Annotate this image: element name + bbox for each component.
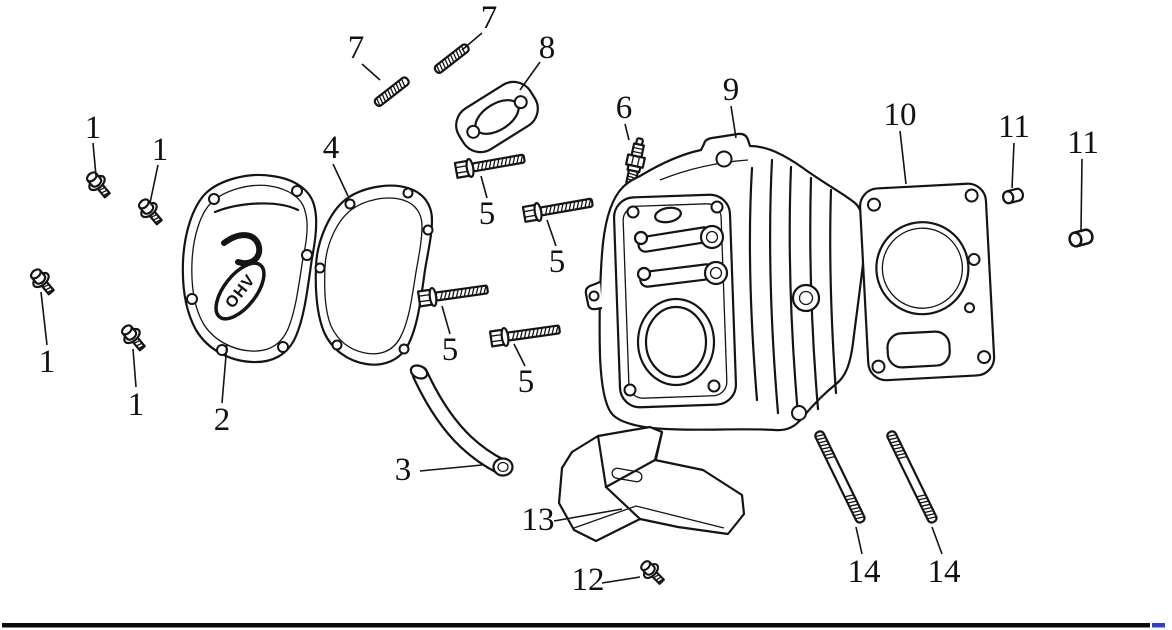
callout-6: 6 — [616, 90, 633, 126]
part-heat-shield — [557, 425, 746, 543]
callout-4: 4 — [323, 130, 340, 166]
footer-rule — [2, 623, 1150, 628]
part-head-bolts — [416, 148, 595, 349]
callout-1c: 1 — [39, 344, 56, 380]
long-stud-icon — [812, 428, 867, 525]
flange-bolt-icon — [25, 264, 60, 300]
callout-5c: 5 — [442, 332, 459, 368]
part-intake-gasket — [455, 80, 539, 154]
callout-5d: 5 — [518, 364, 535, 400]
flange-bolt-icon — [81, 167, 116, 203]
callout-13: 13 — [522, 502, 555, 538]
head-bolt-icon — [521, 192, 595, 225]
part-valve-cover: OHV — [181, 173, 318, 364]
callout-labels: 1 1 1 1 2 3 4 5 5 5 5 6 7 7 8 9 10 11 11… — [39, 0, 1099, 598]
part-flange-bolts — [25, 167, 168, 356]
part-cylinder-head — [584, 132, 867, 432]
part-head-gasket — [858, 182, 996, 382]
part-shroud-bolt — [636, 556, 669, 589]
callout-14b: 14 — [928, 554, 961, 590]
part-studs — [372, 41, 472, 109]
callout-5b: 5 — [549, 244, 566, 280]
callout-11b: 11 — [1067, 125, 1099, 161]
callout-9: 9 — [723, 72, 740, 108]
callout-3: 3 — [395, 452, 412, 488]
callout-10: 10 — [884, 97, 917, 133]
dowel-pin-icon — [1066, 227, 1096, 249]
callout-1d: 1 — [128, 387, 145, 423]
part-long-studs — [812, 428, 939, 525]
callout-7b: 7 — [481, 0, 498, 36]
head-bolt-icon — [488, 319, 562, 349]
callout-2: 2 — [214, 402, 231, 438]
callout-12: 12 — [572, 562, 605, 598]
part-valve-cover-gasket — [314, 184, 434, 366]
callout-5a: 5 — [479, 196, 496, 232]
callout-11a: 11 — [998, 109, 1030, 145]
dowel-pin-icon — [1000, 186, 1026, 206]
callout-1b: 1 — [152, 132, 169, 168]
part-breather-tube — [409, 364, 514, 477]
head-bolt-icon — [416, 279, 490, 309]
callout-14a: 14 — [848, 554, 881, 590]
footer-rule-accent — [1152, 623, 1165, 628]
callout-8: 8 — [539, 30, 556, 66]
stud-icon — [372, 74, 412, 109]
leader-lines — [40, 32, 1083, 584]
callout-7a: 7 — [348, 30, 365, 66]
callout-1a: 1 — [85, 110, 102, 146]
ohv-badge: OHV — [214, 261, 266, 321]
part-dowel-pins — [1000, 186, 1096, 249]
long-stud-icon — [884, 428, 939, 525]
head-bolt-icon — [453, 148, 527, 181]
